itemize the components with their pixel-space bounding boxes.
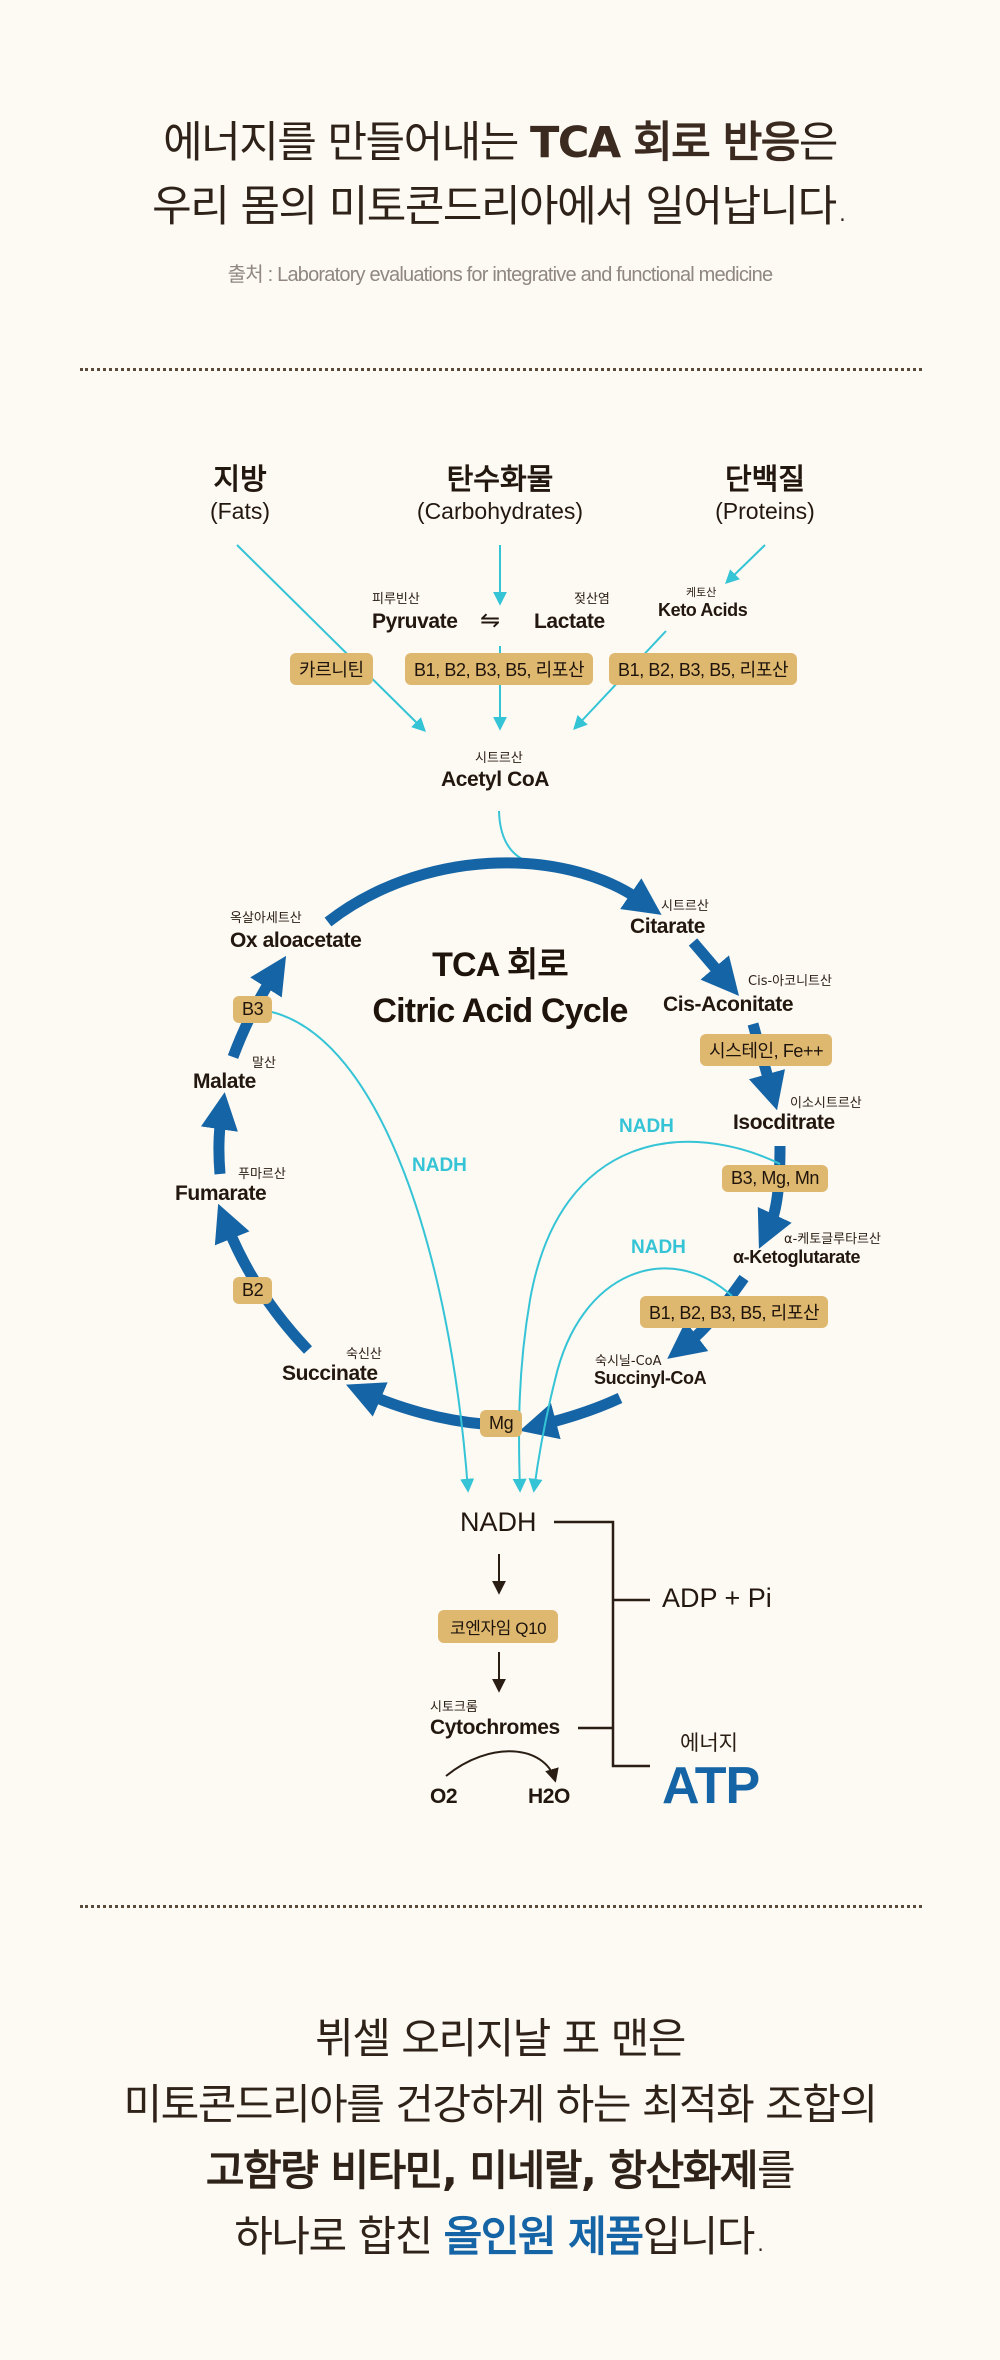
- akg-en: α-Ketoglutarate: [733, 1247, 861, 1267]
- isocitrate-ko: 이소시트르산: [790, 1096, 862, 1111]
- lactate-ko: 젖산염: [574, 592, 610, 607]
- headline-line-1: 에너지를 만들어내는 TCA 회로 반응은: [163, 118, 838, 168]
- etc-nadh: NADH: [460, 1507, 537, 1537]
- fumarate-en: Fumarate: [175, 1182, 267, 1205]
- keto-ko: 케토산: [686, 586, 717, 599]
- cofactor-coq10: 코엔자임 Q10: [438, 1610, 559, 1643]
- malate-en: Malate: [193, 1070, 256, 1093]
- lactate-en: Lactate: [534, 610, 605, 633]
- arrow-fumarate-malate: [200, 1092, 238, 1175]
- footer-line-1: 뷔셀 오리지날 포 맨은: [315, 2014, 686, 2063]
- source-carbs-ko: 탄수화물: [446, 462, 554, 496]
- fumarate-ko: 푸마르산: [238, 1167, 286, 1182]
- source-proteins-ko: 단백질: [724, 462, 806, 496]
- tca-title: TCA 회로 Citric Acid Cycle: [372, 946, 628, 1030]
- arrow-succinylcoa-mg: [345, 1382, 484, 1430]
- fats-arrow: [236, 544, 426, 732]
- nadh-curve-akg: [528, 1267, 733, 1493]
- h2o-label: H2O: [528, 1785, 570, 1808]
- cyto-en: Cytochromes: [430, 1716, 560, 1739]
- pyruvate-en: Pyruvate: [372, 610, 458, 633]
- cofactor-carnitine: 카르니틴: [290, 653, 373, 685]
- oxaloacetate-ko: 옥살아세트산: [230, 911, 302, 926]
- succinylcoa-en: Succinyl-CoA: [594, 1368, 707, 1388]
- acetyl-ko: 시트르산: [475, 751, 523, 766]
- cisaconitate-en: Cis-Aconitate: [663, 993, 794, 1016]
- cofactor-keto: B1, B2, B3, B5, 리포산: [609, 653, 798, 685]
- divider-top: [80, 368, 922, 371]
- arrow-isocitrate-akg: [757, 1145, 792, 1249]
- cisaconitate-ko: Cis-아코니트산: [748, 974, 832, 989]
- divider-bottom: [80, 1905, 922, 1908]
- headline-bold: TCA 회로 반응: [529, 118, 800, 168]
- oxaloacetate-en: Ox aloacetate: [230, 929, 362, 952]
- source-fats-en: (Fats): [209, 498, 271, 524]
- cyto-ko: 시토크롬: [430, 1700, 478, 1715]
- footer-line-2: 미토콘드리아를 건강하게 하는 최적화 조합의: [123, 2080, 878, 2129]
- equilibrium-icon: ⇋: [480, 607, 500, 634]
- cofactor-scs: Mg: [480, 1410, 523, 1437]
- cofactor-idh: B3, Mg, Mn: [722, 1165, 829, 1192]
- nadh-label-isocitrate: NADH: [619, 1116, 674, 1137]
- succinylcoa-ko: 숙시닐-CoA: [595, 1354, 662, 1369]
- cofactor-pdh: B1, B2, B3, B5, 리포산: [405, 653, 594, 685]
- cofactor-mdh: B3: [233, 996, 273, 1023]
- arrow-citrate-cisaconitate: [688, 938, 739, 996]
- source-proteins-en: (Proteins): [715, 498, 815, 524]
- o2-h2o-arrow: [445, 1750, 559, 1783]
- citrate-ko: 시트르산: [661, 899, 709, 914]
- energy-ko-label: 에너지: [680, 1731, 738, 1755]
- cofactor-akgdh: B1, B2, B3, B5, 리포산: [640, 1296, 829, 1328]
- arrow-succinylcoa-succinate: [519, 1393, 623, 1440]
- o2-label: O2: [430, 1785, 458, 1808]
- source-citation: 출처 : Laboratory evaluations for integrat…: [227, 264, 773, 286]
- footer-line-3: 고함량 비타민, 미네랄, 항산화제를: [205, 2146, 796, 2195]
- malate-ko: 말산: [252, 1056, 276, 1071]
- arrow-oxaloacetate-citrate: [324, 857, 662, 927]
- cofactor-aconitase: 시스테인, Fe++: [700, 1034, 833, 1066]
- succinate-en: Succinate: [282, 1362, 378, 1385]
- bracket-nadh: [554, 1520, 650, 1768]
- citrate-en: Citarate: [630, 915, 705, 938]
- nadh-label-akg: NADH: [631, 1237, 686, 1258]
- akg-ko: α-케토글루타르산: [784, 1232, 881, 1247]
- footer-accent: 올인원 제품: [443, 2212, 644, 2261]
- footer-line-4: 하나로 합친 올인원 제품입니다.: [234, 2212, 767, 2261]
- adp-pi-label: ADP + Pi: [662, 1583, 772, 1613]
- succinate-ko: 숙신산: [346, 1347, 382, 1362]
- headline-line-2: 우리 몸의 미토콘드리아에서 일어납니다.: [152, 182, 849, 232]
- nadh-curve-malate: [271, 1011, 475, 1493]
- source-carbs-en: (Carbohydrates): [416, 498, 584, 524]
- isocitrate-en: Isocditrate: [733, 1111, 835, 1134]
- cofactor-sdh: B2: [233, 1277, 273, 1304]
- nadh-label-malate: NADH: [412, 1155, 467, 1176]
- source-fats-ko: 지방: [213, 462, 267, 496]
- acetyl-to-cycle-curve: [498, 810, 539, 866]
- pyruvate-ko: 피루빈산: [372, 592, 420, 607]
- atp-label: ATP: [662, 1757, 760, 1815]
- protein-arrow: [724, 544, 766, 584]
- acetyl-en: Acetyl CoA: [441, 768, 550, 791]
- keto-en: Keto Acids: [658, 600, 748, 620]
